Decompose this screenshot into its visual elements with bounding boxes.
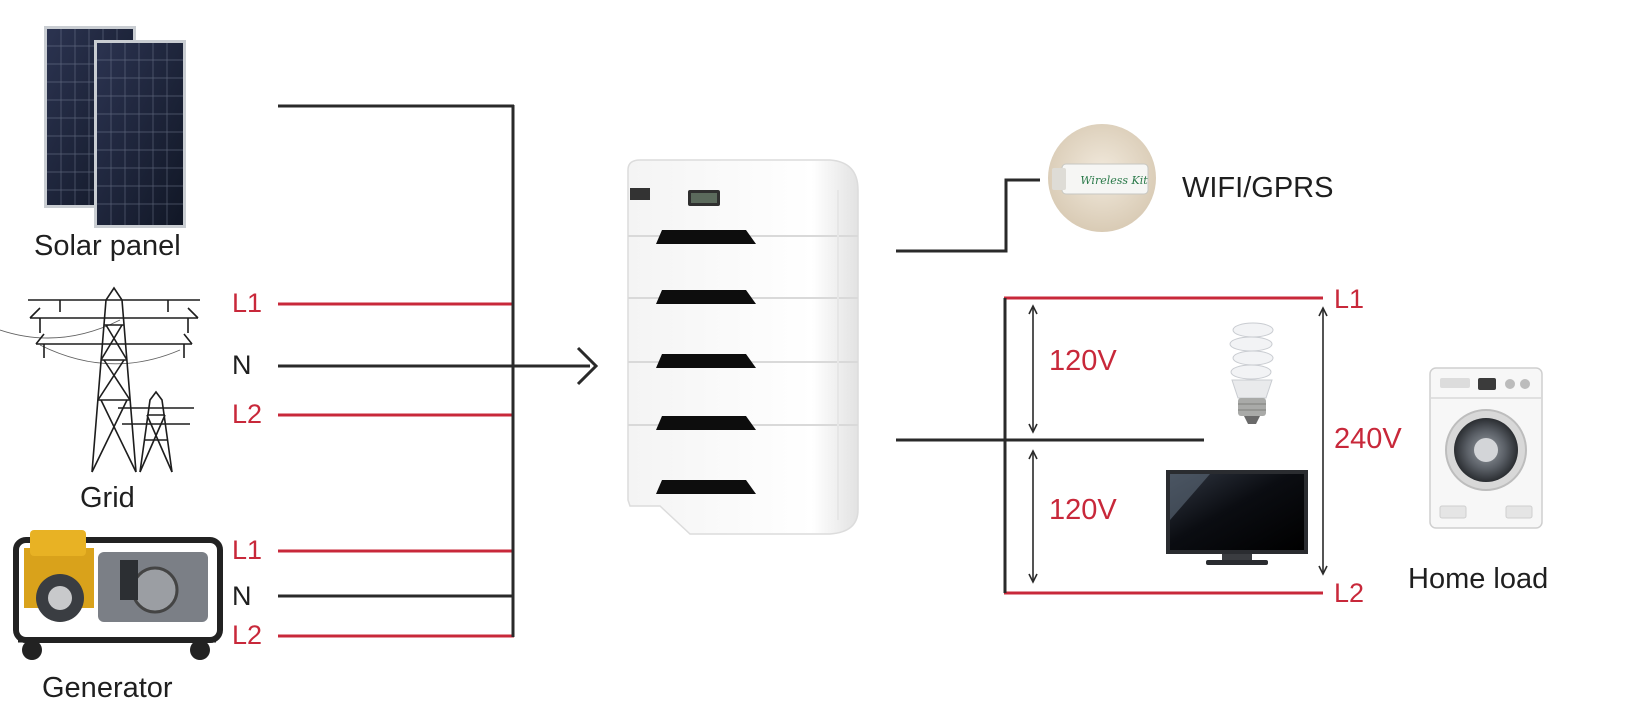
- v-upper-arrow-icon: [1028, 304, 1038, 434]
- gen-l2-label: L2: [232, 620, 263, 650]
- output-wiring: [896, 178, 1328, 595]
- v-lower-label: 120V: [1049, 494, 1117, 526]
- out-l2-label: L2: [1334, 578, 1365, 608]
- gen-l1-label: L1: [232, 535, 263, 565]
- v-total-label: 240V: [1334, 423, 1402, 455]
- light-bulb-icon: [1229, 322, 1274, 424]
- grid-label: Grid: [80, 482, 135, 514]
- grid-n-label: N: [232, 350, 252, 380]
- gen-n-label: N: [232, 581, 252, 611]
- wifi-wire: [896, 178, 1040, 253]
- grid-l1-label: L1: [232, 288, 263, 318]
- v-lower-arrow-icon: [1028, 449, 1038, 584]
- grid-l2-label: L2: [232, 399, 263, 429]
- generator-icon: [13, 530, 223, 660]
- wireless-kit-icon: Wireless Kit: [1048, 124, 1156, 232]
- generator-label: Generator: [42, 672, 173, 704]
- solar-panel-icon: [44, 26, 186, 228]
- battery-stack-icon: [627, 159, 859, 535]
- v-total-arrow-icon: [1318, 306, 1328, 576]
- input-arrow-icon: [576, 346, 599, 386]
- out-l1-label: L1: [1334, 284, 1365, 314]
- solar-panel-label: Solar panel: [34, 230, 181, 262]
- tv-icon: [1166, 470, 1308, 565]
- home-load-label: Home load: [1408, 563, 1549, 595]
- wireless-kit-text: Wireless Kit: [1080, 174, 1148, 187]
- wifi-gprs-label: WIFI/GPRS: [1182, 172, 1334, 204]
- power-tower-icon: [0, 286, 200, 473]
- v-upper-label: 120V: [1049, 345, 1117, 377]
- input-wiring: [278, 104, 599, 638]
- washing-machine-icon: [1429, 367, 1543, 529]
